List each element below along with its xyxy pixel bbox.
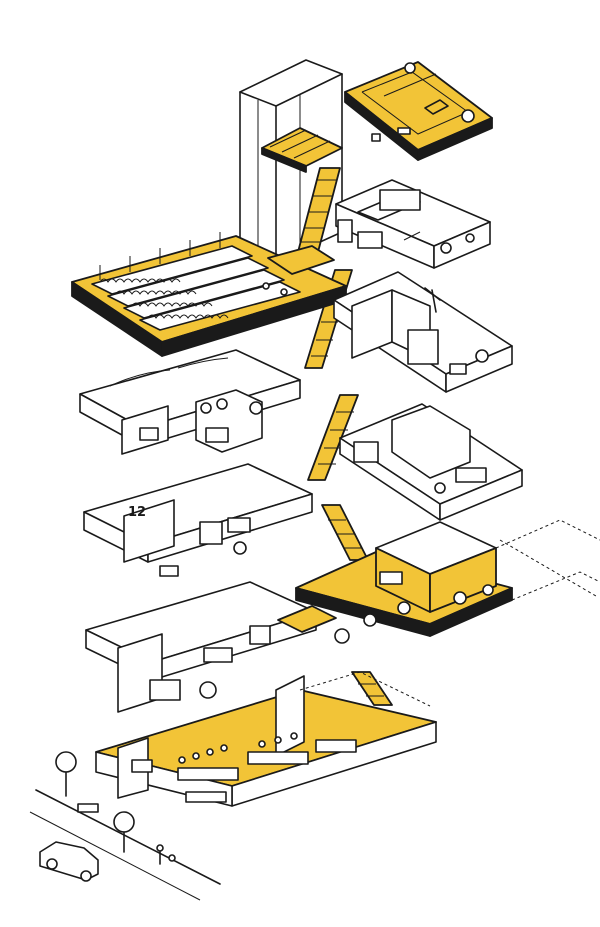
bench-icon xyxy=(77,803,99,813)
street-context xyxy=(29,539,597,901)
people-icon xyxy=(178,732,298,764)
level-workspace: 12 xyxy=(83,463,313,577)
car-icon xyxy=(39,841,99,882)
bicycle-icon xyxy=(200,398,228,414)
level-loft xyxy=(333,271,513,393)
whiteboard-icon xyxy=(337,219,353,243)
roof-terrace xyxy=(344,61,493,161)
level-apartment-b xyxy=(339,403,523,521)
level-studio xyxy=(335,179,491,269)
tree-icon xyxy=(404,62,475,123)
level-cafe xyxy=(295,519,600,644)
cafe-table-icon xyxy=(334,584,494,644)
level-living xyxy=(85,581,337,713)
star-icon xyxy=(262,282,288,296)
person-icon xyxy=(156,844,176,865)
seating-icon xyxy=(371,127,411,142)
dining-tables-icon xyxy=(177,739,357,803)
bunting-icon xyxy=(109,357,229,387)
level-ground xyxy=(95,671,437,807)
level-apartment-a xyxy=(79,349,301,455)
lounge-chair-icon xyxy=(424,99,449,115)
stair-bridge-top xyxy=(261,127,343,173)
tree-icon xyxy=(55,751,135,853)
floor-number-label: 12 xyxy=(128,505,146,520)
planter-rows xyxy=(91,232,301,331)
sofa-icon xyxy=(203,647,233,663)
